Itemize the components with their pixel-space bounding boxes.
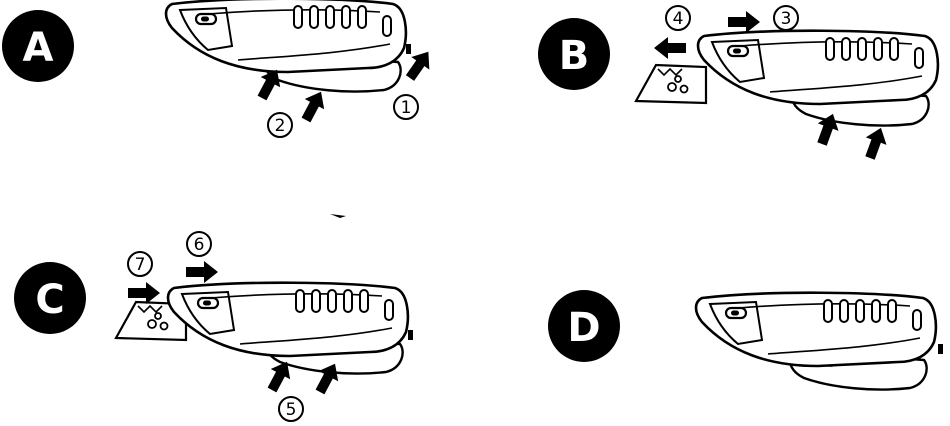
panel-d: D: [548, 290, 943, 390]
svg-text:1: 1: [401, 98, 412, 118]
knife-b: [698, 31, 938, 126]
svg-text:D: D: [567, 305, 600, 351]
badge-d: D: [548, 290, 620, 362]
badge-c: C: [14, 262, 86, 334]
arrow-lever-b2: [860, 124, 892, 162]
badge-b: B: [538, 18, 610, 90]
arrow-step-2b: [296, 87, 330, 126]
step-number-4: 4: [666, 6, 690, 30]
knife-a: [166, 0, 411, 92]
panel-b: B 4 3: [538, 6, 938, 162]
step-number-1: 1: [394, 95, 418, 119]
stray-mark: [330, 214, 346, 218]
svg-text:C: C: [35, 277, 64, 323]
step-number-3: 3: [774, 6, 798, 30]
arrow-step-7: [128, 282, 160, 304]
svg-text:4: 4: [673, 9, 684, 29]
knife-c: [168, 283, 413, 374]
knife-d: [696, 293, 943, 390]
panel-a: A 1 2: [2, 0, 437, 137]
svg-text:A: A: [23, 25, 54, 71]
svg-text:B: B: [559, 33, 590, 79]
blade-b: [636, 65, 706, 103]
step-number-7: 7: [128, 252, 152, 276]
step-number-2: 2: [268, 113, 292, 137]
panel-c: C 7 6 5: [14, 232, 413, 421]
svg-text:3: 3: [781, 9, 792, 29]
svg-text:7: 7: [135, 255, 146, 275]
svg-text:6: 6: [194, 235, 205, 255]
badge-a: A: [2, 10, 74, 82]
svg-text:2: 2: [275, 116, 286, 136]
arrow-step-6: [186, 261, 218, 283]
arrow-step-3: [728, 11, 760, 33]
step-number-5: 5: [279, 397, 303, 421]
arrow-step-4: [654, 37, 686, 59]
step-number-6: 6: [187, 232, 211, 256]
svg-text:5: 5: [286, 400, 297, 420]
